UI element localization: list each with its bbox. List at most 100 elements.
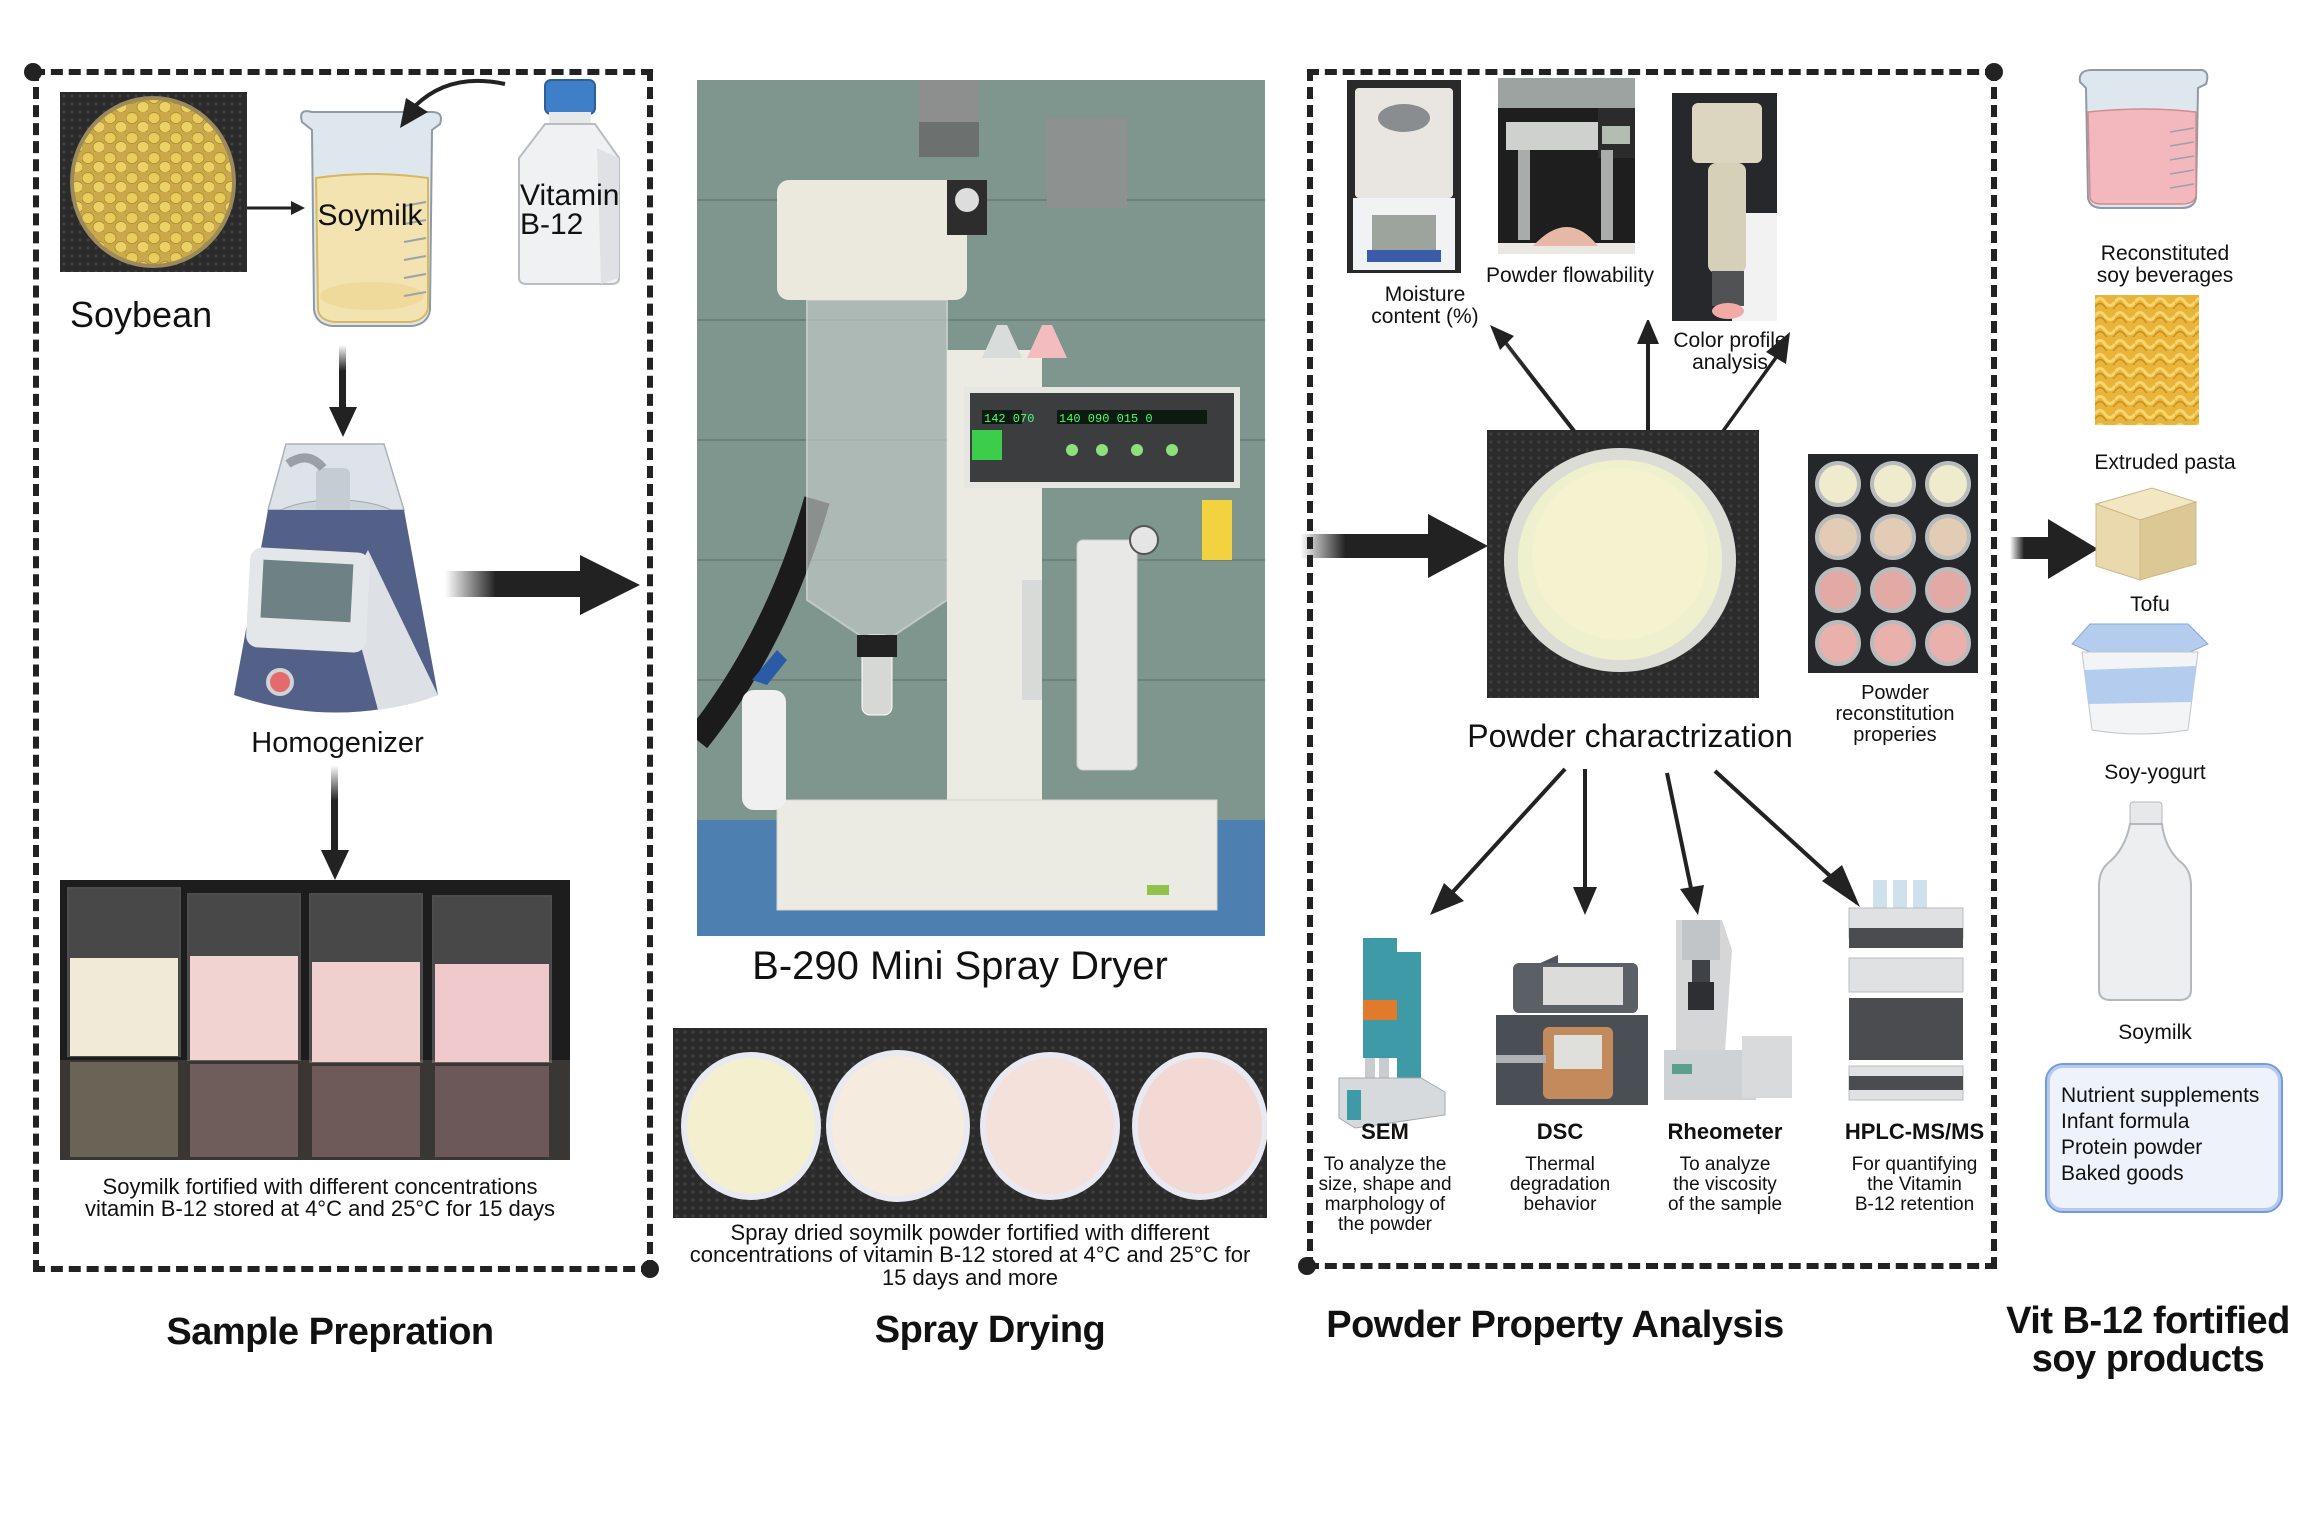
other-use-item: Infant formula bbox=[2061, 1110, 2190, 1134]
soymilk-bottle-icon bbox=[2098, 801, 2192, 1001]
powder-characterization-photo bbox=[1487, 430, 1759, 698]
reconstitution-line2: reconstitution bbox=[1835, 703, 1955, 725]
vitamin-label-line1: Vitamin bbox=[520, 179, 620, 212]
instrument-name: HPLC-MS/MS bbox=[1844, 1119, 1985, 1144]
corner-dot bbox=[24, 63, 42, 81]
soy-yogurt-icon bbox=[2071, 623, 2209, 735]
hplc-ms-icon bbox=[1848, 880, 1964, 1101]
reconstitution-cup bbox=[1925, 461, 1971, 507]
product-pasta-label: Extruded pasta bbox=[2094, 451, 2236, 474]
product-tofu-label: Tofu bbox=[2130, 593, 2170, 616]
reconstitution-photo bbox=[1808, 454, 1978, 673]
instrument-description-line: the powder bbox=[1337, 1213, 1432, 1235]
tofu-icon bbox=[2094, 487, 2198, 581]
arrow-to-products bbox=[2010, 519, 2098, 579]
reconstitution-cup bbox=[1815, 567, 1861, 613]
reconstitution-label: Powder reconstitution properies bbox=[1810, 683, 1980, 746]
rheometer-icon bbox=[1664, 920, 1792, 1100]
soybean-photo bbox=[60, 92, 247, 272]
beaker-2 bbox=[187, 893, 301, 1157]
product-reconstituted-line1: Reconstituted bbox=[2100, 242, 2230, 265]
arrows-to-top-analyses bbox=[1490, 320, 1790, 447]
moisture-label-line2: content (%) bbox=[1371, 305, 1479, 329]
instrument-description-line: To analyze the bbox=[1323, 1154, 1447, 1176]
reconstitution-line1: Powder bbox=[1861, 682, 1929, 704]
section-title-spray-drying: Spray Drying bbox=[874, 1309, 1106, 1351]
instrument-description-line: Thermal bbox=[1525, 1154, 1595, 1176]
vitamin-b12-bottle-icon bbox=[518, 79, 620, 285]
instrument-description-line: the viscosity bbox=[1673, 1174, 1777, 1196]
arrow-to-powder-analysis bbox=[1300, 514, 1488, 578]
instrument-description-line: degradation bbox=[1509, 1174, 1611, 1196]
other-use-item: Protein powder bbox=[2061, 1136, 2203, 1160]
corner-dot bbox=[1985, 63, 2003, 81]
reconstitution-cup bbox=[1815, 461, 1861, 507]
instrument-description-line: To analyze bbox=[1679, 1154, 1771, 1176]
beakers-caption: Soymilk fortified with different concent… bbox=[60, 1174, 580, 1221]
arrow-homogenizer-to-beakers bbox=[321, 765, 349, 880]
reconstitution-line3: properies bbox=[1853, 724, 1937, 746]
arrow-vitamin-to-soymilk bbox=[400, 78, 506, 128]
instrument-description-line: size, shape and bbox=[1318, 1174, 1452, 1196]
powder-flowability-photo bbox=[1498, 78, 1635, 254]
instrument-description-line: marphology of bbox=[1324, 1193, 1446, 1215]
moisture-label-line1: Moisture bbox=[1384, 283, 1466, 306]
homogenizer-label: Homogenizer bbox=[251, 727, 424, 759]
product-soymilk-label: Soymilk bbox=[2118, 1021, 2192, 1044]
section-title-sample-preparation: Sample Prepration bbox=[166, 1311, 494, 1353]
instrument-name: SEM bbox=[1361, 1119, 1409, 1144]
arrows-to-instruments bbox=[1430, 767, 1860, 915]
beakers-caption-line1: Soymilk fortified with different concent… bbox=[102, 1174, 538, 1199]
color-label-line2: analysis bbox=[1692, 351, 1768, 375]
reconstitution-cup bbox=[1925, 620, 1971, 666]
fortified-soymilk-beakers-photo bbox=[60, 880, 570, 1160]
reconstitution-cup bbox=[1870, 461, 1916, 507]
reconstitution-cup bbox=[1870, 620, 1916, 666]
powder-caption-line3: 15 days and more bbox=[881, 1264, 1059, 1290]
product-yogurt-label: Soy-yogurt bbox=[2104, 761, 2206, 784]
vitamin-label-line2: B-12 bbox=[520, 207, 584, 241]
moisture-content-label: Moisture content (%) bbox=[1360, 283, 1490, 329]
soymilk-label: Soymilk bbox=[317, 199, 423, 232]
products-title-line1: Vit B-12 fortified bbox=[2006, 1300, 2290, 1342]
colorimeter-photo bbox=[1672, 93, 1777, 321]
product-reconstituted-line2: soy beverages bbox=[2096, 264, 2234, 288]
reconstitution-cup bbox=[1870, 514, 1916, 560]
instrument-name: Rheometer bbox=[1667, 1119, 1783, 1144]
powder-analysis-box bbox=[1307, 69, 1997, 1269]
arrow-soybean-to-soymilk bbox=[247, 201, 305, 215]
vitamin-label: Vitamin B-12 bbox=[520, 179, 630, 241]
powder-caption-line1: Spray dried soymilk powder fortified wit… bbox=[730, 1220, 1210, 1245]
other-use-item: Baked goods bbox=[2061, 1162, 2184, 1186]
homogenizer-icon bbox=[234, 443, 438, 713]
extruded-pasta-photo bbox=[2095, 295, 2199, 425]
powder-flowability-label: Powder flowability bbox=[1485, 264, 1655, 287]
reconstitution-cup bbox=[1815, 620, 1861, 666]
reconstitution-cup bbox=[1815, 514, 1861, 560]
spray-dryer-photo: 142 070 140 090 015 0 bbox=[697, 80, 1265, 936]
reconstitution-cup bbox=[1870, 567, 1916, 613]
section-title-products: Vit B-12 fortified soy products bbox=[1998, 1302, 2298, 1378]
corner-dot bbox=[1298, 1257, 1316, 1275]
instrument-description-line: For quantifying bbox=[1851, 1154, 1978, 1176]
moisture-analyzer-photo bbox=[1347, 80, 1461, 273]
reconstituted-beverage-beaker-icon bbox=[2078, 69, 2209, 209]
arrow-to-spray-drying bbox=[445, 555, 640, 615]
powder-caption-line2: concentrations of vitamin B-12 stored at… bbox=[689, 1242, 1251, 1268]
dsc-icon bbox=[1496, 955, 1648, 1105]
beaker-4 bbox=[432, 895, 552, 1157]
reconstitution-cup bbox=[1925, 567, 1971, 613]
soybean-label: Soybean bbox=[70, 294, 213, 335]
dryer-display-left: 142 070 bbox=[984, 412, 1034, 426]
corner-dot bbox=[641, 1260, 659, 1278]
section-title-powder-analysis: Powder Property Analysis bbox=[1326, 1304, 1784, 1346]
beaker-1 bbox=[67, 887, 181, 1157]
dryer-display-right: 140 090 015 0 bbox=[1059, 412, 1153, 426]
reconstitution-cup bbox=[1925, 514, 1971, 560]
